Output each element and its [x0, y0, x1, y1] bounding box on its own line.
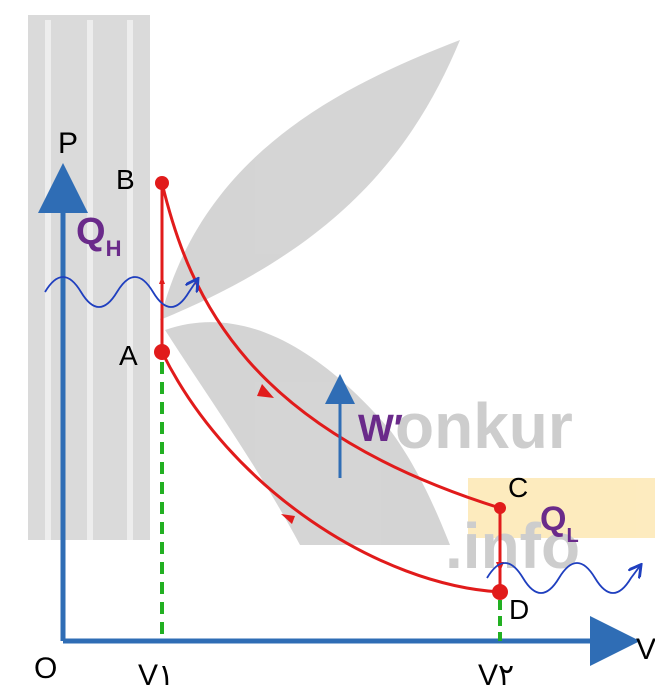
cycle: [154, 176, 508, 600]
watermark-logo: onkur .info: [28, 15, 655, 582]
v2-label: V٢: [478, 659, 514, 692]
point-c-dot: [494, 502, 506, 514]
origin-label: O: [34, 652, 57, 685]
watermark-text-top: onkur: [395, 390, 573, 462]
point-d-dot: [492, 584, 508, 600]
point-b-dot: [155, 176, 169, 190]
point-c-label: C: [508, 472, 528, 503]
ql-label: QL: [540, 500, 579, 547]
work-label: W′: [358, 408, 403, 450]
arrow-b-to-c: [257, 384, 274, 398]
process-d-to-a: [160, 351, 501, 594]
point-a-dot: [154, 344, 170, 360]
y-axis-label: P: [58, 127, 78, 160]
x-axis-label: V: [636, 633, 655, 666]
point-d-label: D: [509, 594, 529, 625]
point-b-label: B: [116, 164, 135, 195]
heat-out-wave: [486, 562, 640, 594]
qh-label: QH: [76, 211, 121, 261]
arrow-d-to-a: [281, 514, 295, 524]
watermark-leaf-top: [160, 40, 460, 320]
v1-label: V١: [138, 659, 174, 692]
heat-in-wave: [44, 277, 197, 308]
point-a-label: A: [119, 340, 138, 371]
watermark-leaf-bottom: [165, 322, 450, 545]
process-b-to-c: [160, 182, 501, 510]
arrow-a-to-b: [159, 276, 165, 284]
watermark-text-bottom: .info: [445, 510, 580, 582]
